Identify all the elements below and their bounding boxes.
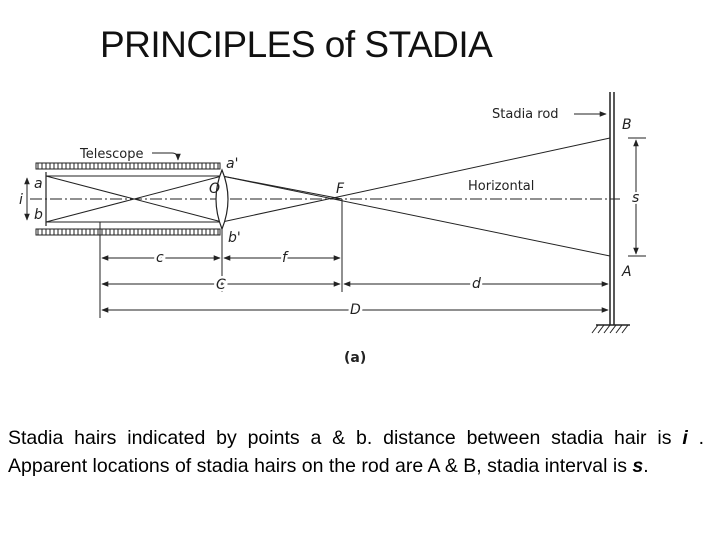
figure-label: (a) [344,350,366,366]
caption-part-3: . [643,455,649,477]
stadia-rod-label: Stadia rod [492,107,559,122]
label-F: F [336,181,345,197]
caption: Stadia hairs indicated by points a & b. … [8,424,704,480]
label-s: s [632,190,639,206]
caption-i: i [682,427,688,449]
light-rays [45,137,611,257]
label-i: i [19,192,23,208]
caption-part-2: . Apparent locations of stadia hairs on … [8,427,704,477]
label-d: d [472,276,481,292]
label-C: C [216,277,226,293]
label-D: D [350,302,361,318]
page-title: PRINCIPLES of STADIA [100,24,493,65]
label-b-prime: b' [228,230,241,246]
label-A: A [621,264,632,280]
objective-lens [215,168,229,231]
label-O: O [209,181,220,197]
stadia-diagram: Stadia rod Telescope Horizontal a b i a'… [19,92,646,366]
label-a: a [34,176,43,192]
label-c: c [156,250,164,266]
telescope-label: Telescope [79,147,143,162]
stadia-rod [591,92,630,334]
horizontal-label: Horizontal [468,179,534,194]
telescope-leader [152,152,181,161]
label-a-prime: a' [226,156,238,172]
dimension-lines [101,255,609,313]
stadia-hairs [24,172,47,226]
caption-s: s [632,455,644,477]
telescope-tube [35,162,221,236]
label-b: b [34,207,43,223]
label-B: B [622,117,632,133]
caption-part-1: Stadia hairs indicated by points a & b. … [8,427,683,449]
